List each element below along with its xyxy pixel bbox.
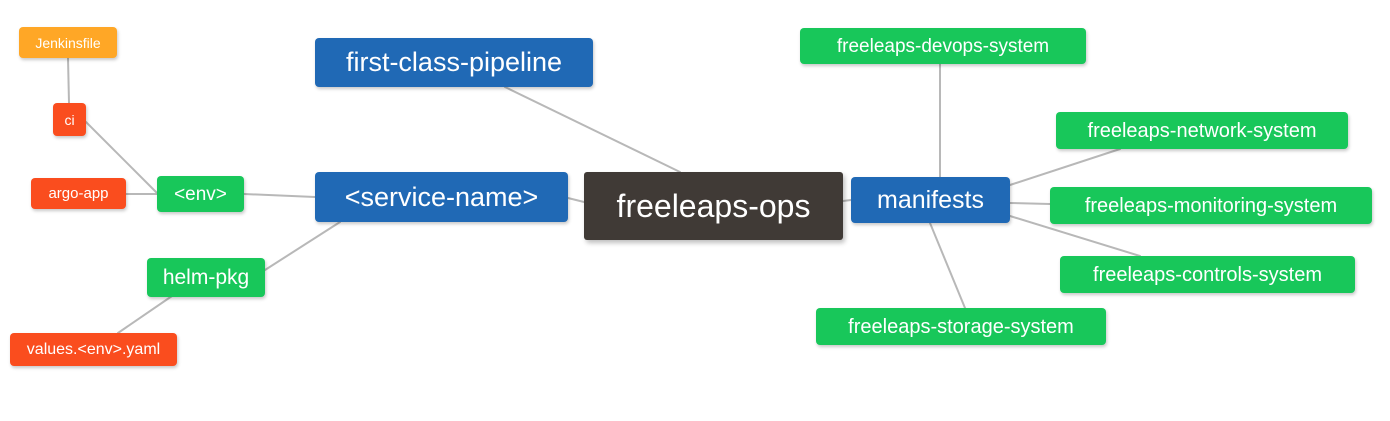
mindmap-edge-jenkinsfile-to-ci [67,57,70,104]
mindmap-edge-service-name-to-freeleaps-ops [567,197,585,203]
mindmap-edge-first-class-pipeline-to-freeleaps-ops [504,86,681,173]
mindmap-node-freeleaps-controls-system[interactable]: freeleaps-controls-system [1060,256,1355,293]
mindmap-node-argo-app[interactable]: argo-app [31,178,126,209]
mindmap-node-freeleaps-storage-system[interactable]: freeleaps-storage-system [816,308,1106,345]
mindmap-edge-manifests-to-freeleaps-monitoring-system [1009,202,1051,205]
mindmap-node-jenkinsfile[interactable]: Jenkinsfile [19,27,117,58]
mindmap-node-freeleaps-devops-system[interactable]: freeleaps-devops-system [800,28,1086,64]
mindmap-node-service-name[interactable]: <service-name> [315,172,568,222]
mindmap-node-manifests[interactable]: manifests [851,177,1010,223]
mindmap-node-values-env-yaml[interactable]: values.<env>.yaml [10,333,177,366]
mindmap-node-helm-pkg[interactable]: helm-pkg [147,258,265,297]
mindmap-edge-freeleaps-ops-to-manifests [842,199,852,202]
mindmap-node-freeleaps-ops[interactable]: freeleaps-ops [584,172,843,240]
mindmap-edge-helm-pkg-to-values-env-yaml [117,295,173,334]
mindmap-edge-manifests-to-freeleaps-storage-system [929,222,966,309]
mindmap-node-freeleaps-network-system[interactable]: freeleaps-network-system [1056,112,1348,149]
mindmap-node-ci[interactable]: ci [53,103,86,136]
mindmap-edge-env-to-service-name [243,193,316,198]
mindmap-node-freeleaps-monitoring-system[interactable]: freeleaps-monitoring-system [1050,187,1372,224]
mindmap-edge-manifests-to-freeleaps-network-system [1009,148,1121,186]
mindmap-node-first-class-pipeline[interactable]: first-class-pipeline [315,38,593,87]
mindmap-edge-service-name-to-helm-pkg [264,221,341,271]
mindmap-node-env[interactable]: <env> [157,176,244,212]
